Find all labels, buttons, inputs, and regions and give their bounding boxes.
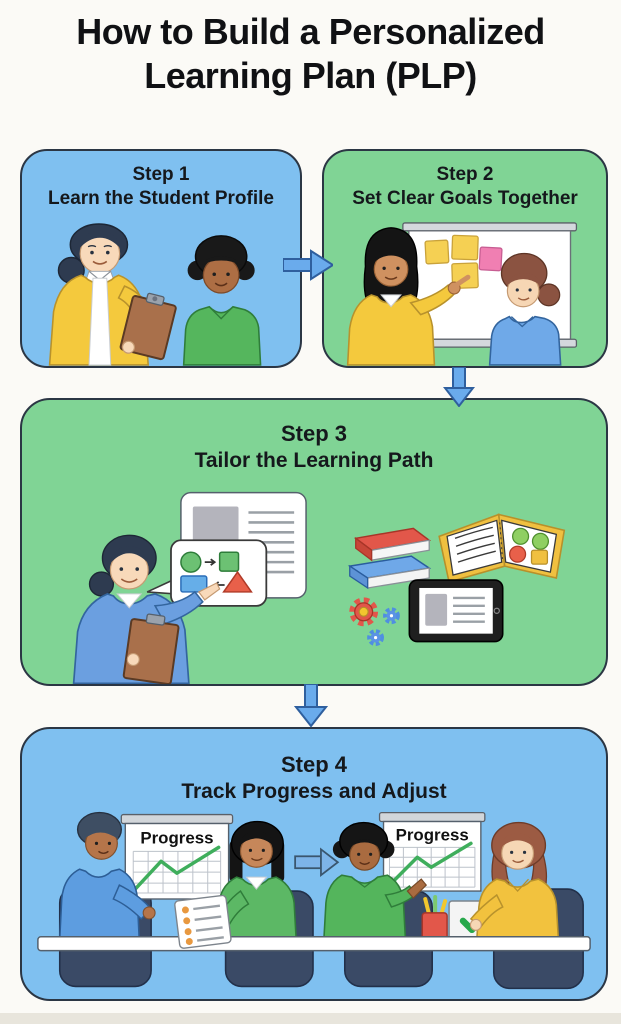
book-stack-icon <box>347 527 432 590</box>
tablet-icon <box>408 579 504 643</box>
arrow-step2-to-step3-icon <box>443 367 475 407</box>
teacher-illustration <box>48 223 177 366</box>
step-2-subtitle: Set Clear Goals Together <box>352 187 578 209</box>
green-circle-shape <box>180 551 202 573</box>
step-1-heading: Step 1 Learn the Student Profile <box>22 163 300 211</box>
arrow-between-pairs-icon <box>294 847 340 877</box>
student-boy-pointing-illustration <box>323 821 428 940</box>
woman-green-sweater-illustration <box>215 820 297 940</box>
step-3-subtitle: Tailor the Learning Path <box>194 448 434 472</box>
page-title: How to Build a Personalized Learning Pla… <box>0 10 621 98</box>
step-1-title: Step 1 <box>132 164 190 185</box>
step-2-title: Step 2 <box>436 164 494 185</box>
step-4-title: Step 4 <box>280 752 348 777</box>
red-triangle-shape <box>222 570 253 593</box>
step-1-card: Step 1 Learn the Student Profile <box>20 149 302 368</box>
arrow-step3-to-step4-icon <box>294 684 328 728</box>
step-1-subtitle: Learn the Student Profile <box>48 187 274 209</box>
step-1-illustration <box>48 223 262 366</box>
woman-yellow-sweater-illustration <box>469 821 560 940</box>
progress-chart-left-label: Progress <box>140 828 213 847</box>
step-2-heading: Step 2 Set Clear Goals Together <box>324 163 606 211</box>
step-4-subtitle: Track Progress and Adjust <box>181 779 447 803</box>
student-boy-illustration <box>182 235 262 366</box>
clipboard-icon <box>119 292 177 361</box>
bottom-edge-strip <box>0 1013 621 1024</box>
progress-line <box>389 841 473 885</box>
step-2-card: Step 2 Set Clear Goals Together <box>322 149 608 368</box>
step-2-illustration <box>346 222 578 366</box>
progress-chart-right-label: Progress <box>396 825 469 844</box>
step-3-card: Step 3 Tailor the Learning Path <box>20 398 608 686</box>
clipboard-icon <box>122 613 180 684</box>
sticky-note-yellow <box>424 234 479 290</box>
speech-bubble-icon <box>146 539 268 607</box>
pencil-cup-icon <box>421 895 448 942</box>
step-3-heading: Step 3 Tailor the Learning Path <box>22 420 606 474</box>
checklist-icon <box>174 894 232 949</box>
sticky-note-pink <box>478 246 503 272</box>
teacher-with-clipboard-illustration <box>72 534 221 684</box>
gears-icon <box>349 597 400 647</box>
page-title-line1: How to Build a Personalized <box>76 11 545 52</box>
progress-chart-right: Progress <box>378 811 486 892</box>
step-4-illustration: Progress Progress <box>37 811 591 990</box>
teacher-pointing-illustration <box>346 227 471 366</box>
man-blue-shirt-illustration <box>58 811 156 940</box>
step-3-title: Step 3 <box>280 421 348 446</box>
student-girl-illustration <box>488 252 562 366</box>
step-4-card: Step 4 Track Progress and Adjust Progres… <box>20 727 608 1001</box>
open-notebook-icon <box>438 513 566 584</box>
whiteboard-icon <box>402 222 578 348</box>
meeting-table <box>37 935 591 952</box>
page-title-line2: Learning Plan (PLP) <box>144 54 477 96</box>
progress-chart-left: Progress <box>120 813 234 900</box>
progress-line <box>133 845 221 891</box>
arrow-step1-to-step2-icon <box>283 249 333 281</box>
green-square-shape <box>218 551 240 572</box>
step-4-heading: Step 4 Track Progress and Adjust <box>22 751 606 805</box>
step-3-illustration <box>72 491 566 684</box>
